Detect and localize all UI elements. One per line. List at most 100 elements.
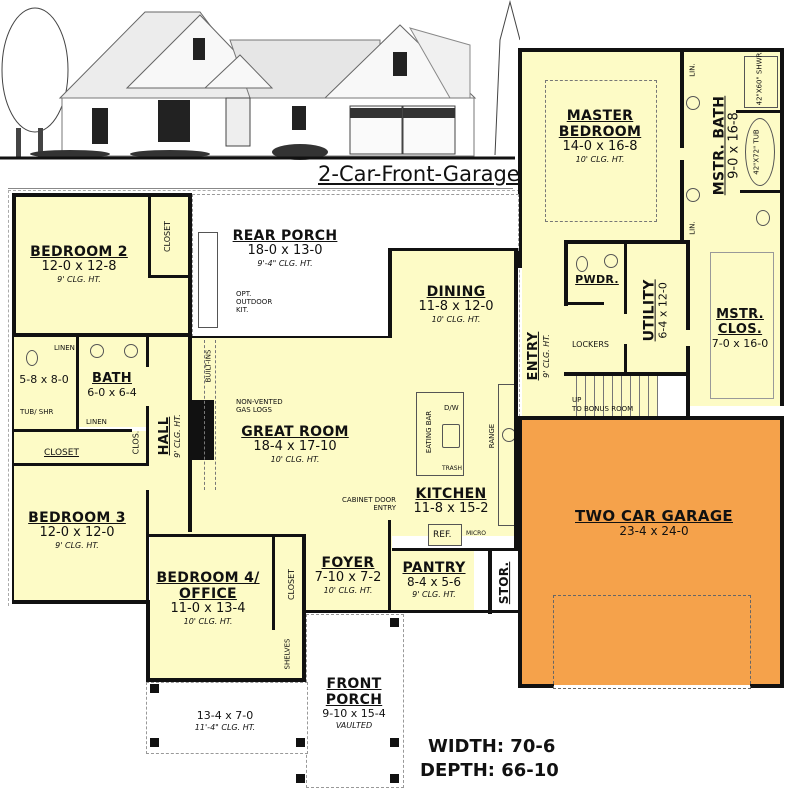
label-utility: UTILITY 6-4 x 12-0 <box>641 279 670 342</box>
label-master-bath: MSTR. BATH 9-0 x 16-8 <box>711 95 742 196</box>
room-pantry <box>392 550 474 612</box>
porch-column <box>296 774 305 783</box>
wall <box>146 534 302 537</box>
sink-icon <box>124 344 138 358</box>
toilet-icon <box>576 256 588 272</box>
label-shelves: SHELVES <box>283 638 292 670</box>
label-bedroom-2: BEDROOM 2 12-0 x 12-8 9' CLG. HT. <box>30 244 128 285</box>
label-mstr-clos: MSTR. CLOS. 7-0 x 16-0 <box>711 307 769 350</box>
room-hall <box>148 337 192 537</box>
stair-landing <box>660 376 688 418</box>
wall <box>740 190 782 193</box>
wall <box>388 520 391 612</box>
label-master-bedroom: MASTER BEDROOM 14-0 x 16-8 10' CLG. HT. <box>558 108 642 165</box>
label-rear-porch: REAR PORCH 18-0 x 13-0 9'-4" CLG. HT. <box>232 228 338 269</box>
label-bath-small: 5-8 x 8-0 <box>19 373 69 386</box>
label-garage: TWO CAR GARAGE 23-4 x 24-0 <box>575 507 733 539</box>
room-bath-small <box>14 337 78 431</box>
wall <box>272 536 275 630</box>
wall <box>306 610 518 613</box>
sink-icon <box>442 424 460 448</box>
label-stor: STOR. <box>497 561 512 605</box>
wall <box>686 240 690 330</box>
wall <box>388 248 392 338</box>
room-stor <box>492 552 518 614</box>
master-bed-rug <box>545 80 657 222</box>
label-entry: ENTRY 9' CLG. HT. <box>525 331 551 381</box>
wall <box>680 160 684 240</box>
elevation-underline <box>8 188 513 189</box>
stairs <box>568 376 658 418</box>
label-ref: REF. <box>433 530 452 540</box>
plan-width: WIDTH: 70-6 <box>428 736 556 757</box>
label-side-porch: 13-4 x 7-0 11'-4" CLG. HT. <box>194 709 256 732</box>
porch-column <box>390 774 399 783</box>
room-lockers <box>568 304 626 374</box>
label-great-room: GREAT ROOM 18-4 x 17-10 10' CLG. HT. <box>241 424 349 465</box>
wall <box>780 48 784 406</box>
tub <box>745 118 775 186</box>
room-entry <box>522 240 568 416</box>
label-micro: MICRO <box>466 530 487 537</box>
wall <box>148 275 190 278</box>
wall <box>148 195 151 275</box>
porch-column <box>390 738 399 747</box>
house-elevation-icon <box>0 0 521 160</box>
wall <box>750 684 784 688</box>
label-bedroom-4: BEDROOM 4/ OFFICE 11-0 x 13-4 10' CLG. H… <box>156 570 260 627</box>
label-linen-b: LINEN <box>86 418 107 426</box>
wall <box>188 336 192 532</box>
rear-porch-lower <box>192 250 392 337</box>
room-two-car-garage <box>522 420 780 685</box>
sink-icon <box>604 254 618 268</box>
wall <box>14 429 132 432</box>
wall <box>564 302 604 305</box>
room-pwdr <box>568 244 626 304</box>
room-dining <box>390 250 518 340</box>
wall <box>518 416 784 420</box>
label-dining: DINING 11-8 x 12-0 10' CLG. HT. <box>418 284 494 325</box>
label-tub: 42"X72" TUB <box>752 129 761 175</box>
toilet-icon <box>756 210 770 226</box>
built-ins <box>204 340 216 490</box>
wall <box>14 463 148 466</box>
wall <box>518 416 522 688</box>
label-foyer: FOYER 7-10 x 7-2 10' CLG. HT. <box>314 555 382 596</box>
garage-door-outline <box>553 595 751 689</box>
wall <box>192 336 390 338</box>
wall <box>12 333 192 337</box>
wall <box>624 244 627 314</box>
porch-column <box>296 738 305 747</box>
wall <box>736 110 782 113</box>
wall <box>564 372 688 376</box>
label-gas-logs: NON-VENTED GAS LOGS <box>236 398 283 414</box>
side-porch <box>146 682 308 754</box>
eating-bar-island <box>416 392 464 476</box>
wall <box>76 337 79 431</box>
wall <box>146 406 149 466</box>
sink-icon <box>686 188 700 202</box>
sink-icon <box>90 344 104 358</box>
label-eating-bar: EATING BAR <box>425 410 434 454</box>
rear-porch <box>192 194 519 251</box>
label-stairs-up: UP <box>572 396 582 404</box>
shower <box>744 56 778 108</box>
wall <box>392 548 518 551</box>
label-linen-a: LINEN <box>54 344 75 352</box>
fireplace-icon <box>192 400 214 460</box>
label-outdoor-kit: OPT. OUTDOOR KIT. <box>236 290 273 314</box>
label-tub-shr: TUB/ SHR <box>20 408 54 416</box>
room-bedroom-3 <box>14 466 148 602</box>
wall <box>780 416 784 688</box>
label-bedroom-3: BEDROOM 3 12-0 x 12-0 9' CLG. HT. <box>28 510 126 551</box>
label-range: RANGE <box>488 423 497 449</box>
porch-column <box>150 684 159 693</box>
wall <box>564 240 568 306</box>
wall <box>146 600 150 682</box>
label-linen-bottom: LIN. <box>688 221 697 235</box>
room-closet-hall <box>14 431 148 465</box>
label-stairs-bonus: TO BONUS ROOM <box>572 405 634 413</box>
wall <box>12 193 192 197</box>
elevation-drawing <box>0 0 521 160</box>
label-shower: 42"X60" SHWR. <box>755 50 764 106</box>
